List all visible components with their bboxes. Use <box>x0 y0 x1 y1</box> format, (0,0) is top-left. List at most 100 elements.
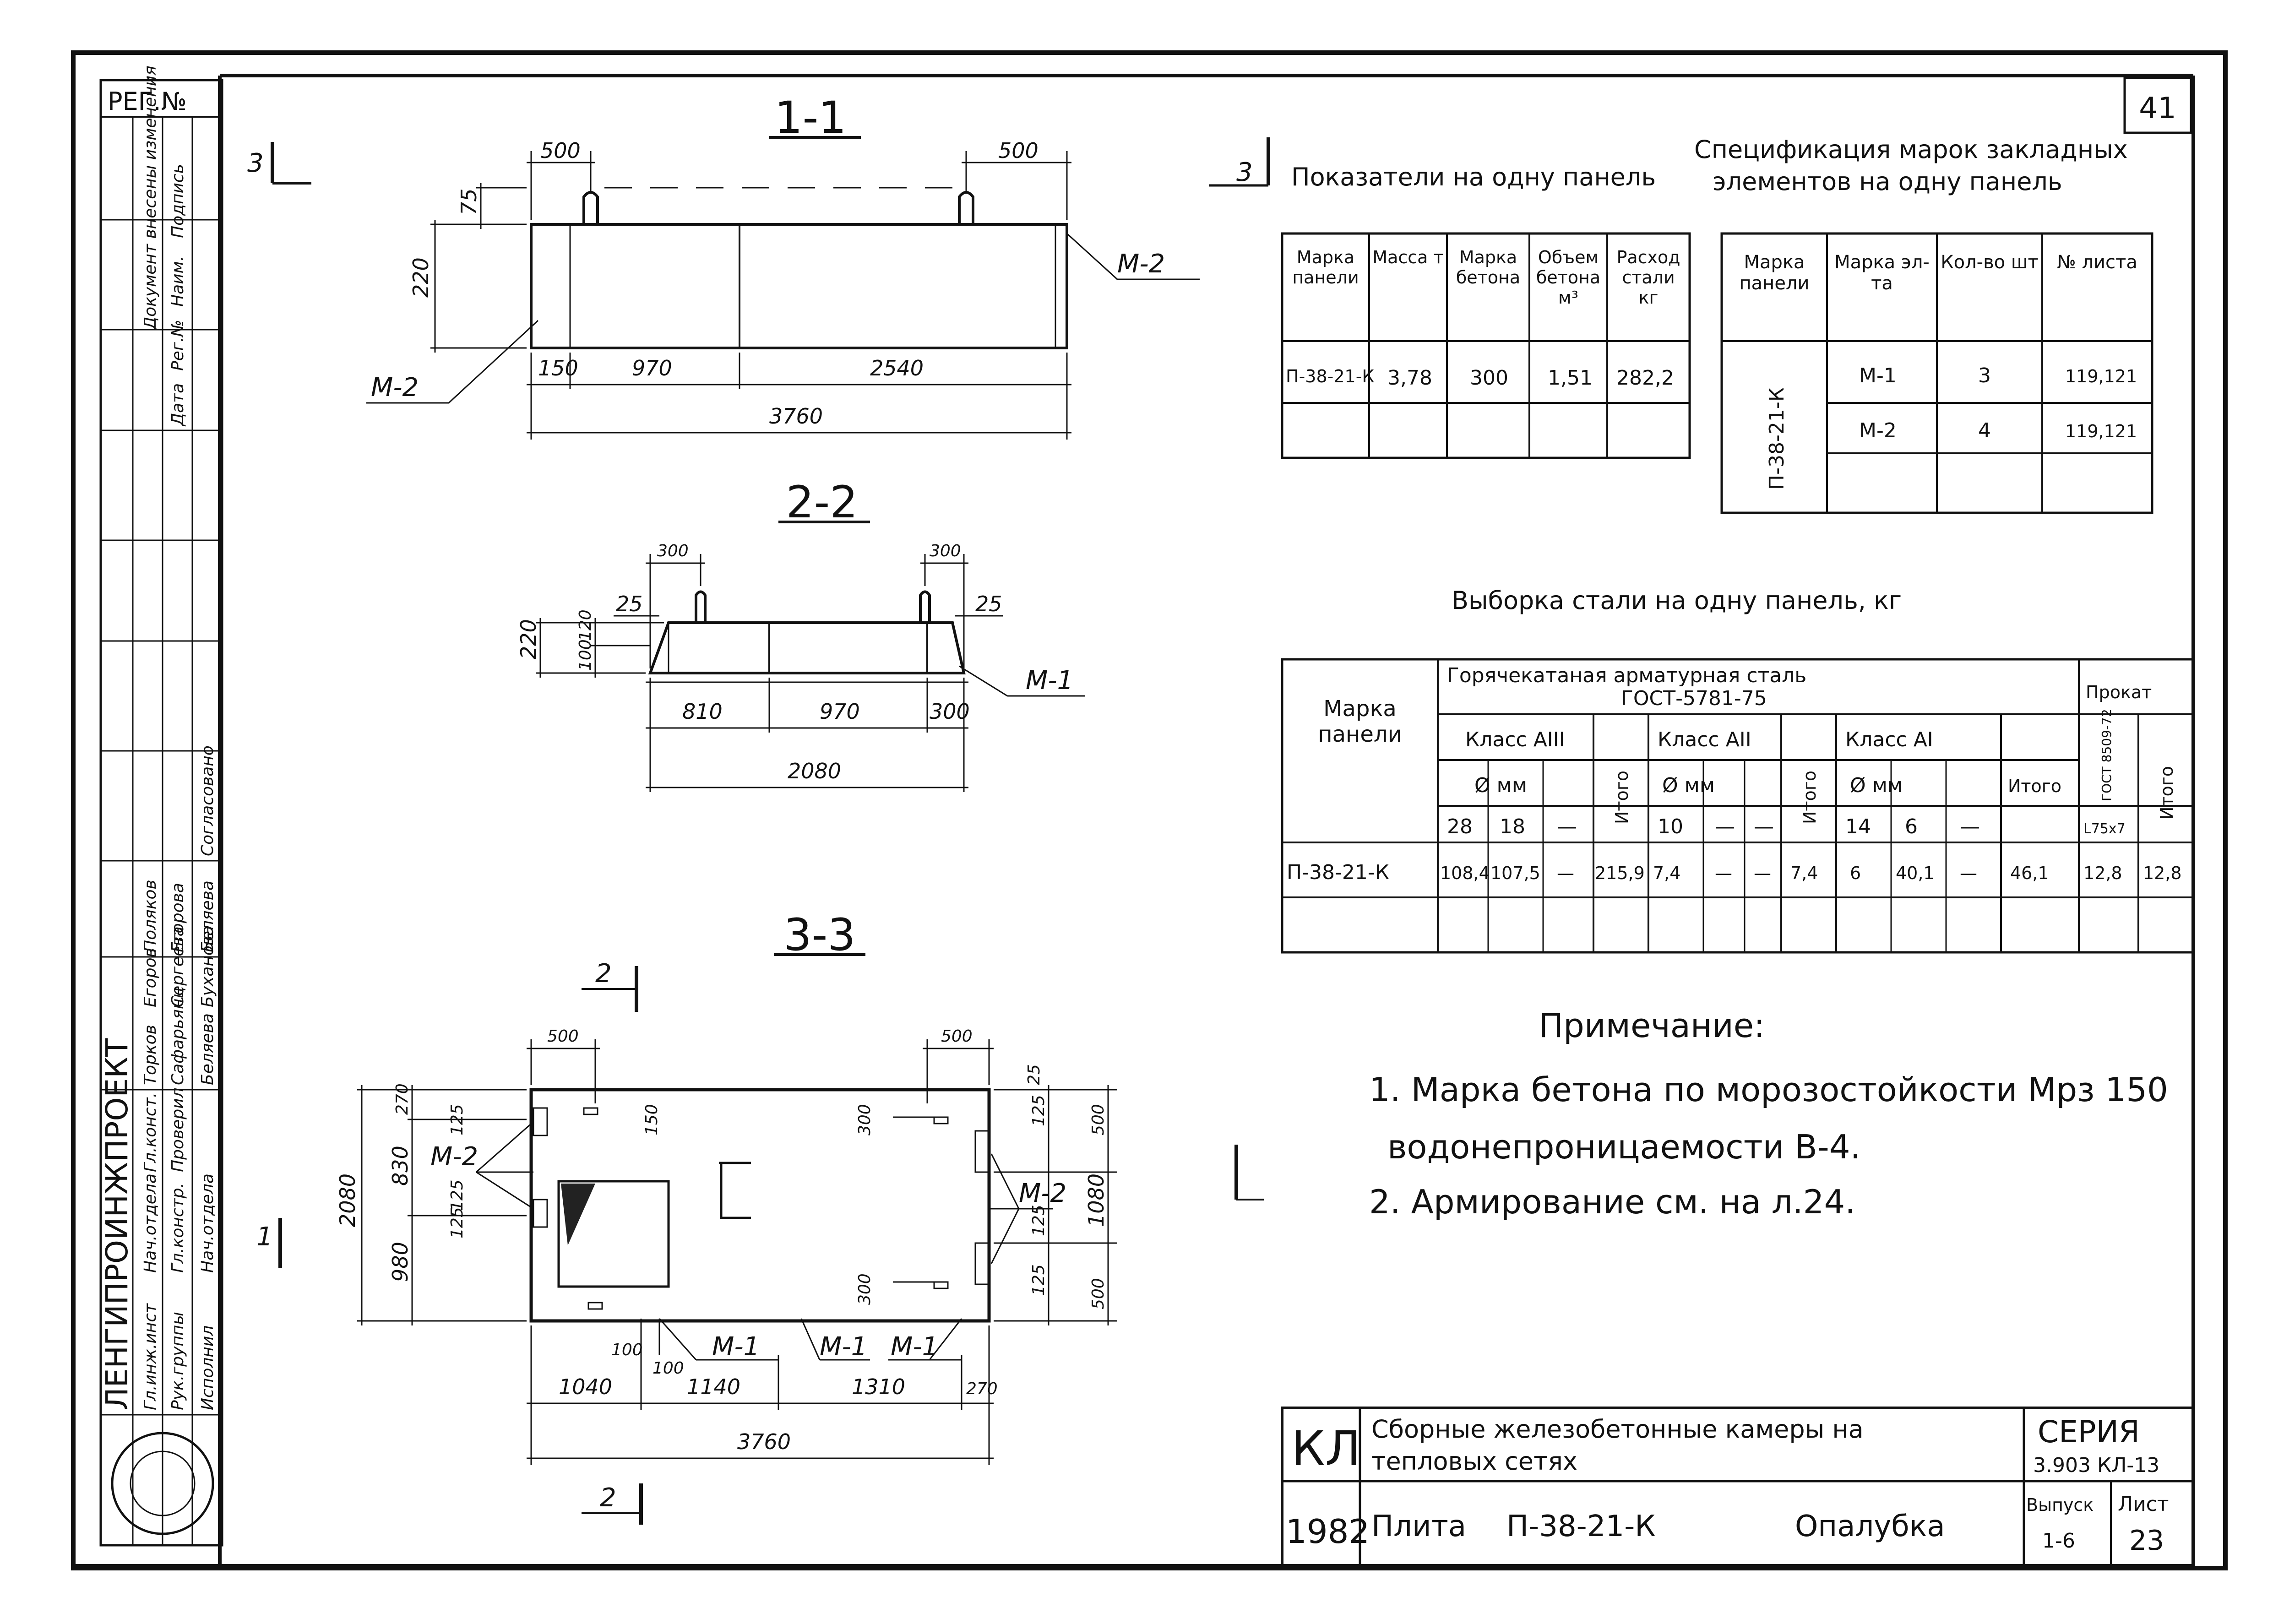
steel-row-v4: 215,9 <box>1595 863 1645 883</box>
spec-row1-sheet: 119,121 <box>2065 366 2137 386</box>
dim-3-3-830: 830 <box>388 1146 413 1186</box>
seal-inner <box>130 1450 196 1516</box>
stamp-title-1: Сборные железобетонные камеры на <box>1371 1415 1864 1444</box>
label-3-3-m1-c: М-1 <box>891 1332 938 1362</box>
dim-3-3-125e: 125 <box>1029 1205 1048 1236</box>
steel-head-mark: Марка панели <box>1318 696 1402 747</box>
plan-opening <box>557 1180 670 1288</box>
dim-3-3-125b: 125 <box>448 1179 467 1211</box>
marker-2-top: 2 <box>595 959 612 989</box>
steel-row-v2: 107,5 <box>1490 863 1540 883</box>
steel-row-v9: 6 <box>1850 863 1861 883</box>
ind-head-steel: Расход стали кг <box>1616 247 1680 308</box>
dim-3-3-500c: 500 <box>1089 1104 1108 1135</box>
stamp-title-2: тепловых сетях <box>1371 1447 1577 1476</box>
label-3-3-m1-b: М-1 <box>820 1332 867 1362</box>
dim-2-2-300a: 300 <box>657 542 689 560</box>
dim-3-3-500a: 500 <box>547 1027 579 1046</box>
dim-3-3-1080: 1080 <box>1084 1173 1109 1227</box>
label-2-2-m1: М-1 <box>1026 666 1073 695</box>
dim-3-3-300a: 300 <box>855 1104 874 1135</box>
steel-size-1: 28 <box>1447 815 1473 838</box>
name-8: Буханова <box>198 926 217 1007</box>
opening-hatch <box>561 1184 595 1245</box>
steel-size-10: L75x7 <box>2083 821 2126 837</box>
plan-3-3-title: 3-3 <box>784 909 856 961</box>
steel-class1: Класс АI <box>1845 728 1933 751</box>
dim-2-2-25a: 25 <box>616 592 643 616</box>
margin-stamp-header: Документ внесены изменения <box>141 65 160 331</box>
ind-cell-steel: 282,2 <box>1616 366 1674 390</box>
steel-size-7: 14 <box>1845 815 1871 838</box>
dim-1-1-970: 970 <box>632 356 672 380</box>
name-3: Поляков <box>141 880 160 952</box>
reg-label: РЕГ.№ <box>108 87 187 116</box>
dim-2-2-810: 810 <box>682 699 723 724</box>
spec-head-sheet: № листа <box>2057 252 2137 273</box>
steel-head-gost: ГОСТ-5781-75 <box>1621 687 1767 710</box>
dim-2-2-220: 220 <box>516 619 541 659</box>
spec-head-element: Марка эл-та <box>1834 252 1930 294</box>
role-8: Нач.отдела <box>198 1173 217 1273</box>
margin-col-reg: Рег.№ <box>169 320 187 371</box>
role-6: Проверил <box>169 1087 187 1172</box>
dim-2-2-2080: 2080 <box>788 759 841 783</box>
ind-head-mass: Масса т <box>1372 247 1444 267</box>
steel-size-3: — <box>1557 815 1577 838</box>
dim-2-2-970: 970 <box>820 699 860 724</box>
label-3-3-m2-right: М-2 <box>1019 1179 1066 1208</box>
steel-title: Выборка стали на одну панель, кг <box>1452 586 1902 615</box>
section-1-1-title: 1-1 <box>775 92 847 143</box>
indicators-title: Показатели на одну панель <box>1291 163 1656 191</box>
dim-1-1-75: 75 <box>457 188 481 215</box>
name-4: Сафарьянц <box>169 987 187 1085</box>
name-9: Беляева <box>198 880 217 952</box>
panel-body-2-2 <box>648 621 966 674</box>
panel-plan-outline <box>529 1088 991 1323</box>
steel-size-8: 6 <box>1905 815 1918 838</box>
spec-row2-elem: М-2 <box>1859 419 1897 442</box>
steel-row-v1: 108,4 <box>1440 863 1490 883</box>
dim-1-1-150: 150 <box>538 356 578 380</box>
margin-stamp: РЕГ.№ Документ внесены изменения Дата Ре… <box>99 65 223 1547</box>
role-4: Рук.группы <box>169 1312 187 1410</box>
dim-3-3-270b: 270 <box>966 1380 998 1398</box>
steel-phi-3: Ø мм <box>1474 774 1527 797</box>
spec-row2-qty: 4 <box>1978 419 1991 442</box>
notes-title: Примечание: <box>1539 1006 1765 1045</box>
steel-row-v11: — <box>1960 863 1977 883</box>
note-2: 2. Армирование см. на л.24. <box>1369 1183 1855 1221</box>
ind-cell-mark: П-38-21-К <box>1286 366 1374 386</box>
steel-size-4: 10 <box>1658 815 1683 838</box>
role-7: Исполнил <box>198 1325 217 1410</box>
steel-itogo-rolled: Итого <box>2157 766 2177 820</box>
org-name: ЛЕНГИПРОИНЖПРОЕКТ <box>99 1038 135 1410</box>
name-2: Егоров <box>141 948 160 1007</box>
dim-2-2-120: 120 <box>576 609 595 641</box>
title-block: КЛ 1982 Сборные железобетонные камеры на… <box>1281 1407 2195 1567</box>
sheet-number-box: 41 <box>2123 76 2192 134</box>
dim-3-3-1140: 1140 <box>687 1374 740 1399</box>
name-7: Беляева <box>198 1013 217 1085</box>
stamp-issue-value: 1-6 <box>2042 1529 2075 1553</box>
ind-cell-volume: 1,51 <box>1548 366 1593 390</box>
steel-row-v8: 7,4 <box>1790 863 1818 883</box>
seal-circle <box>111 1432 214 1535</box>
margin-col-sign: Подпись <box>169 164 187 238</box>
dim-1-1-220: 220 <box>408 257 433 298</box>
steel-gost-rolled: ГОСТ 8509-72 <box>2099 709 2114 801</box>
dim-2-2-300b: 300 <box>930 542 961 560</box>
stamp-sheet-label: Лист <box>2118 1493 2169 1516</box>
indicators-table: 3 Показатели на одну панель Марка панели… <box>1209 137 1691 459</box>
stamp-year: 1982 <box>1286 1512 1370 1551</box>
margin-col-name: Наим. <box>169 256 187 307</box>
dim-2-2-25b: 25 <box>975 592 1002 616</box>
note-1b: водонепроницаемости В-4. <box>1387 1128 1860 1166</box>
stamp-sheet-value: 23 <box>2129 1525 2164 1557</box>
steel-row-v14: 12,8 <box>2143 863 2182 883</box>
label-1-1-m2-left: М-2 <box>371 373 419 402</box>
dim-3-3-125c: 125 <box>448 1207 467 1238</box>
steel-size-5: — <box>1715 815 1735 838</box>
sheet-number: 41 <box>2139 92 2176 125</box>
